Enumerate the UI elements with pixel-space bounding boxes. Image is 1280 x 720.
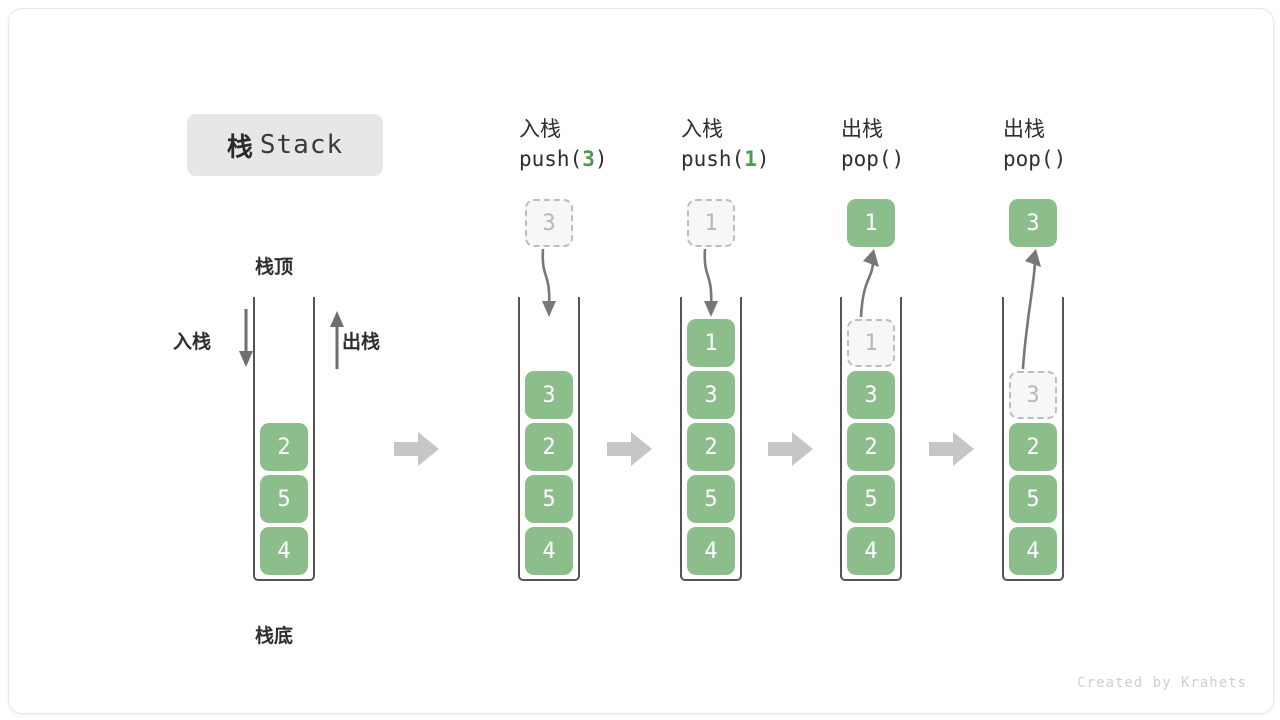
push-flow-arrow-icon (541, 248, 556, 317)
pop-flow-arrow-icon (859, 249, 879, 318)
code-suffix: ) (594, 147, 608, 172)
stack-element: 1 (687, 319, 735, 367)
title-badge: 栈 Stack (187, 114, 383, 176)
stack-element: 4 (525, 527, 573, 575)
column-header: 出栈 pop() (1003, 114, 1066, 175)
stack-element: 5 (687, 475, 735, 523)
stack-element: 4 (687, 527, 735, 575)
column-header-code: push(1) (681, 147, 770, 171)
stack-element: 4 (1009, 527, 1057, 575)
column-header-operation: 入栈 (519, 117, 561, 141)
column-header-operation: 出栈 (1003, 117, 1045, 141)
column-header-code: pop() (841, 147, 904, 171)
step-arrow-icon (393, 432, 439, 466)
stack-element: 2 (525, 423, 573, 471)
stack-element: 2 (687, 423, 735, 471)
pop-label: 出栈 (342, 331, 381, 353)
code-suffix: ) (756, 147, 770, 172)
column-header-code: pop() (1003, 147, 1066, 171)
code-argument: 1 (744, 147, 757, 172)
code-suffix: ) (1053, 147, 1067, 172)
code-prefix: pop( (841, 147, 892, 172)
stack-element: 5 (1009, 475, 1057, 523)
code-prefix: push( (519, 147, 583, 172)
floating-element: 1 (847, 199, 895, 247)
stack-element: 5 (847, 475, 895, 523)
stack-element: 4 (260, 527, 308, 575)
code-argument: 3 (582, 147, 595, 172)
step-arrow-icon (929, 432, 974, 466)
column-header: 出栈 pop() (841, 114, 904, 175)
stack-container (518, 297, 580, 581)
column-header: 入栈 push(1) (681, 114, 770, 175)
title-cjk: 栈 (226, 132, 253, 163)
stack-element: 2 (260, 423, 308, 471)
floating-element: 3 (525, 199, 573, 247)
code-prefix: push( (681, 147, 745, 172)
step-arrow-icon (768, 432, 813, 466)
stack-element: 1 (847, 319, 895, 367)
stack-bottom-label: 栈底 (255, 625, 294, 647)
pop-flow-arrow-icon (1021, 249, 1041, 370)
stack-container (680, 297, 742, 581)
column-header-code: push(3) (519, 147, 608, 171)
step-arrow-icon (607, 432, 652, 466)
stack-element: 4 (847, 527, 895, 575)
footer-credit: Created by Krahets (1077, 675, 1247, 691)
floating-element: 1 (687, 199, 735, 247)
column-header-operation: 入栈 (681, 117, 723, 141)
stack-element: 3 (687, 371, 735, 419)
floating-element: 3 (1009, 199, 1057, 247)
code-suffix: ) (891, 147, 905, 172)
stack-element: 3 (847, 371, 895, 419)
push-flow-arrow-icon (703, 248, 718, 317)
pop-direction-arrow-icon (330, 311, 344, 369)
stack-top-label: 栈顶 (255, 256, 294, 278)
stack-element: 3 (1009, 371, 1057, 419)
push-direction-arrow-icon (239, 309, 253, 367)
stack-container (1002, 297, 1064, 581)
column-header: 入栈 push(3) (519, 114, 608, 175)
stack-element: 3 (525, 371, 573, 419)
stack-element: 5 (525, 475, 573, 523)
column-header-operation: 出栈 (841, 117, 883, 141)
code-prefix: pop( (1003, 147, 1054, 172)
title-latin: Stack (259, 130, 344, 160)
stack-element: 2 (847, 423, 895, 471)
stack-container (253, 297, 315, 581)
stack-element: 5 (260, 475, 308, 523)
stack-container (840, 297, 902, 581)
stack-element: 2 (1009, 423, 1057, 471)
push-label: 入栈 (173, 331, 212, 353)
